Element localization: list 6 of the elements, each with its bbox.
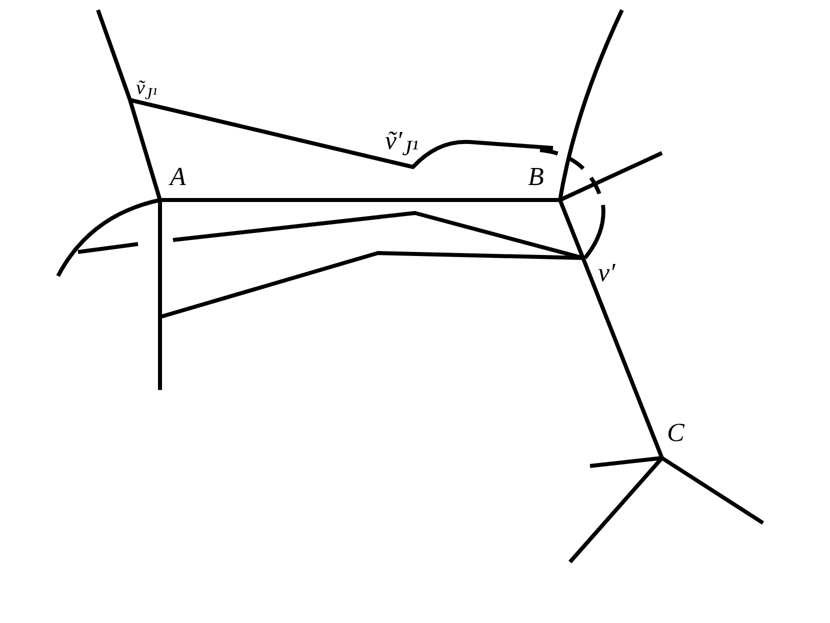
vertex-label: C (667, 420, 684, 446)
vertex-label: B (528, 164, 544, 190)
vertex-label: v′ (598, 260, 616, 286)
vertex-label: ṽ$_{J¹}$ (136, 78, 158, 103)
vertex-label: A (170, 164, 186, 190)
vertex-label: ṽ′$_{J¹}$ (385, 128, 418, 160)
